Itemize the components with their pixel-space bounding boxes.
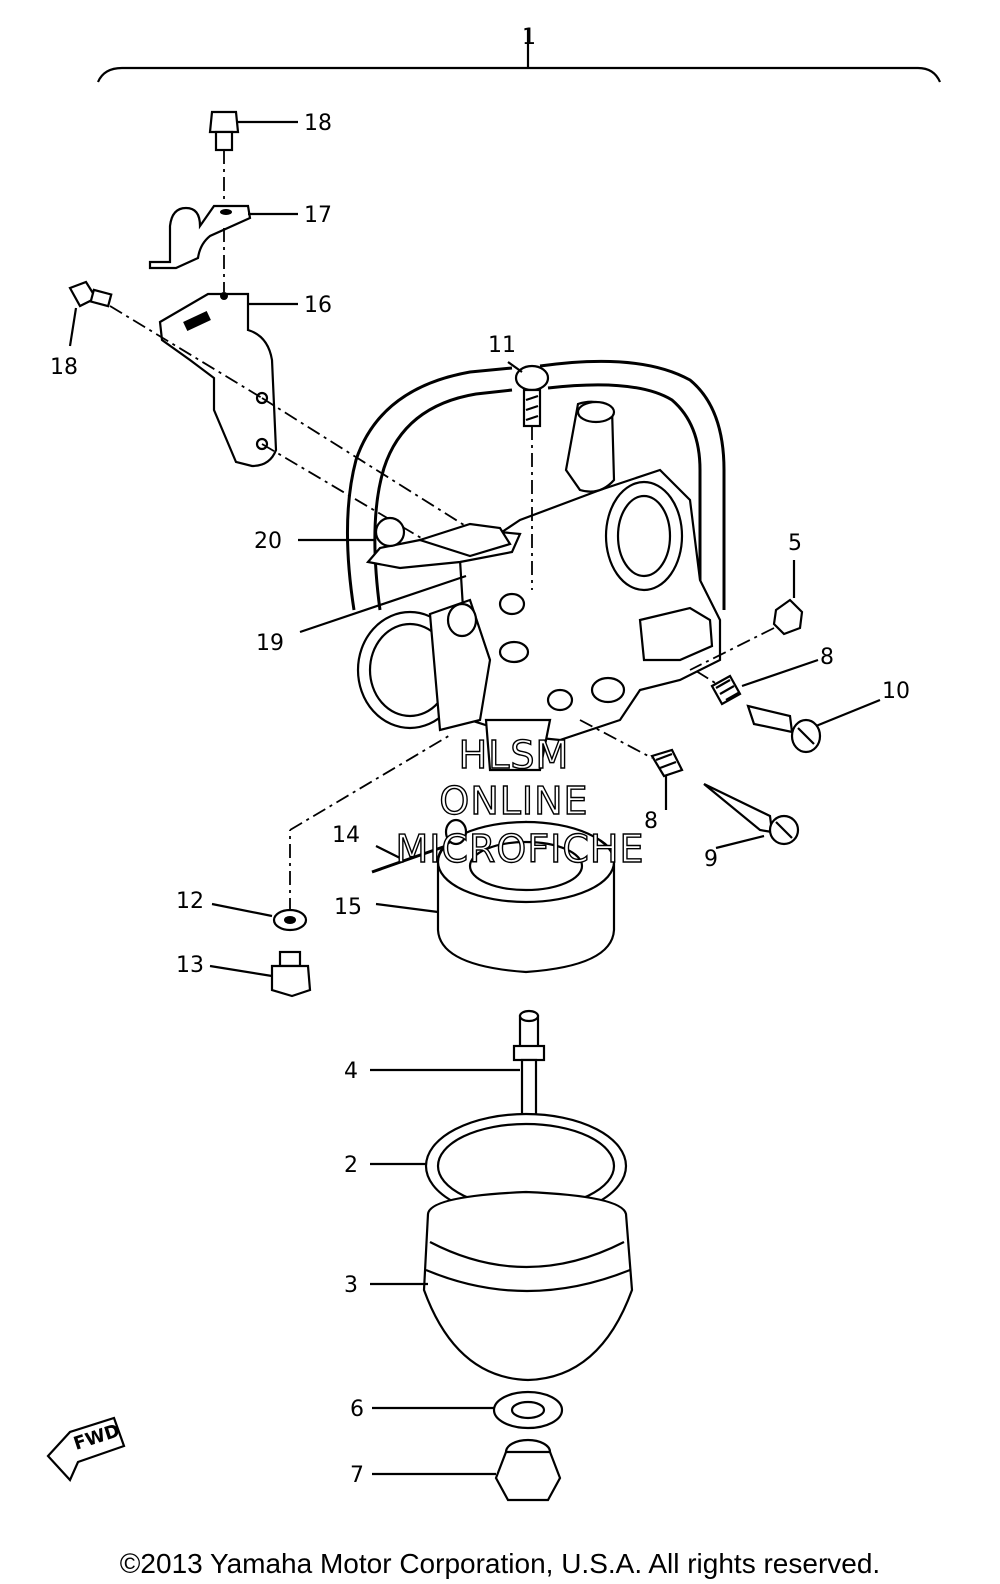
callout-13: 13 xyxy=(176,953,204,978)
gasket-12 xyxy=(211,902,308,932)
bracket-16 xyxy=(158,292,298,468)
valve-seat-13 xyxy=(209,950,312,998)
assembly-bracket xyxy=(96,28,942,83)
watermark-line-1: HLSM xyxy=(459,733,570,777)
callout-14: 14 xyxy=(332,823,360,848)
watermark: HLSM ONLINE MICROFICHE xyxy=(395,732,644,871)
callout-19: 19 xyxy=(256,631,284,656)
callout-7: 7 xyxy=(350,1463,364,1488)
float-pin-14 xyxy=(371,818,468,874)
watermark-line-2: ONLINE xyxy=(439,779,588,823)
callout-2: 2 xyxy=(344,1153,358,1178)
spring-8-upper xyxy=(710,658,819,706)
drain-plug-7 xyxy=(372,1438,562,1502)
callout-18-left: 18 xyxy=(50,355,78,380)
callout-15: 15 xyxy=(334,895,362,920)
fwd-arrow-icon: FWD xyxy=(46,1416,126,1482)
callout-9: 9 xyxy=(704,847,718,872)
washer-6 xyxy=(372,1390,564,1430)
callout-6: 6 xyxy=(350,1397,364,1422)
spring-8-lower xyxy=(579,719,684,810)
callout-12: 12 xyxy=(176,889,204,914)
copyright-notice: ©2013 Yamaha Motor Corporation, U.S.A. A… xyxy=(119,1548,881,1579)
callout-4: 4 xyxy=(344,1059,358,1084)
callout-16: 16 xyxy=(304,293,332,318)
screw-18-left xyxy=(68,280,263,399)
callout-8-lower: 8 xyxy=(644,809,658,834)
callout-11: 11 xyxy=(488,333,516,358)
screw-9 xyxy=(703,783,800,850)
carburetor-body xyxy=(345,359,726,772)
screw-18-top xyxy=(208,110,298,200)
screw-10 xyxy=(746,698,881,754)
callout-18-top: 18 xyxy=(304,111,332,136)
callout-8-upper: 8 xyxy=(820,645,834,670)
watermark-line-3: MICROFICHE xyxy=(395,827,644,871)
callout-20: 20 xyxy=(254,529,282,554)
screw-11 xyxy=(507,361,550,590)
callout-5: 5 xyxy=(788,531,802,556)
float-15 xyxy=(375,820,616,974)
cap-5 xyxy=(689,560,804,671)
callout-10: 10 xyxy=(882,679,910,704)
callout-3: 3 xyxy=(344,1273,358,1298)
assembly-number: 1 xyxy=(522,25,536,50)
clamp-17 xyxy=(148,204,298,292)
float-bowl-3 xyxy=(370,1190,634,1382)
callout-17: 17 xyxy=(304,203,332,228)
